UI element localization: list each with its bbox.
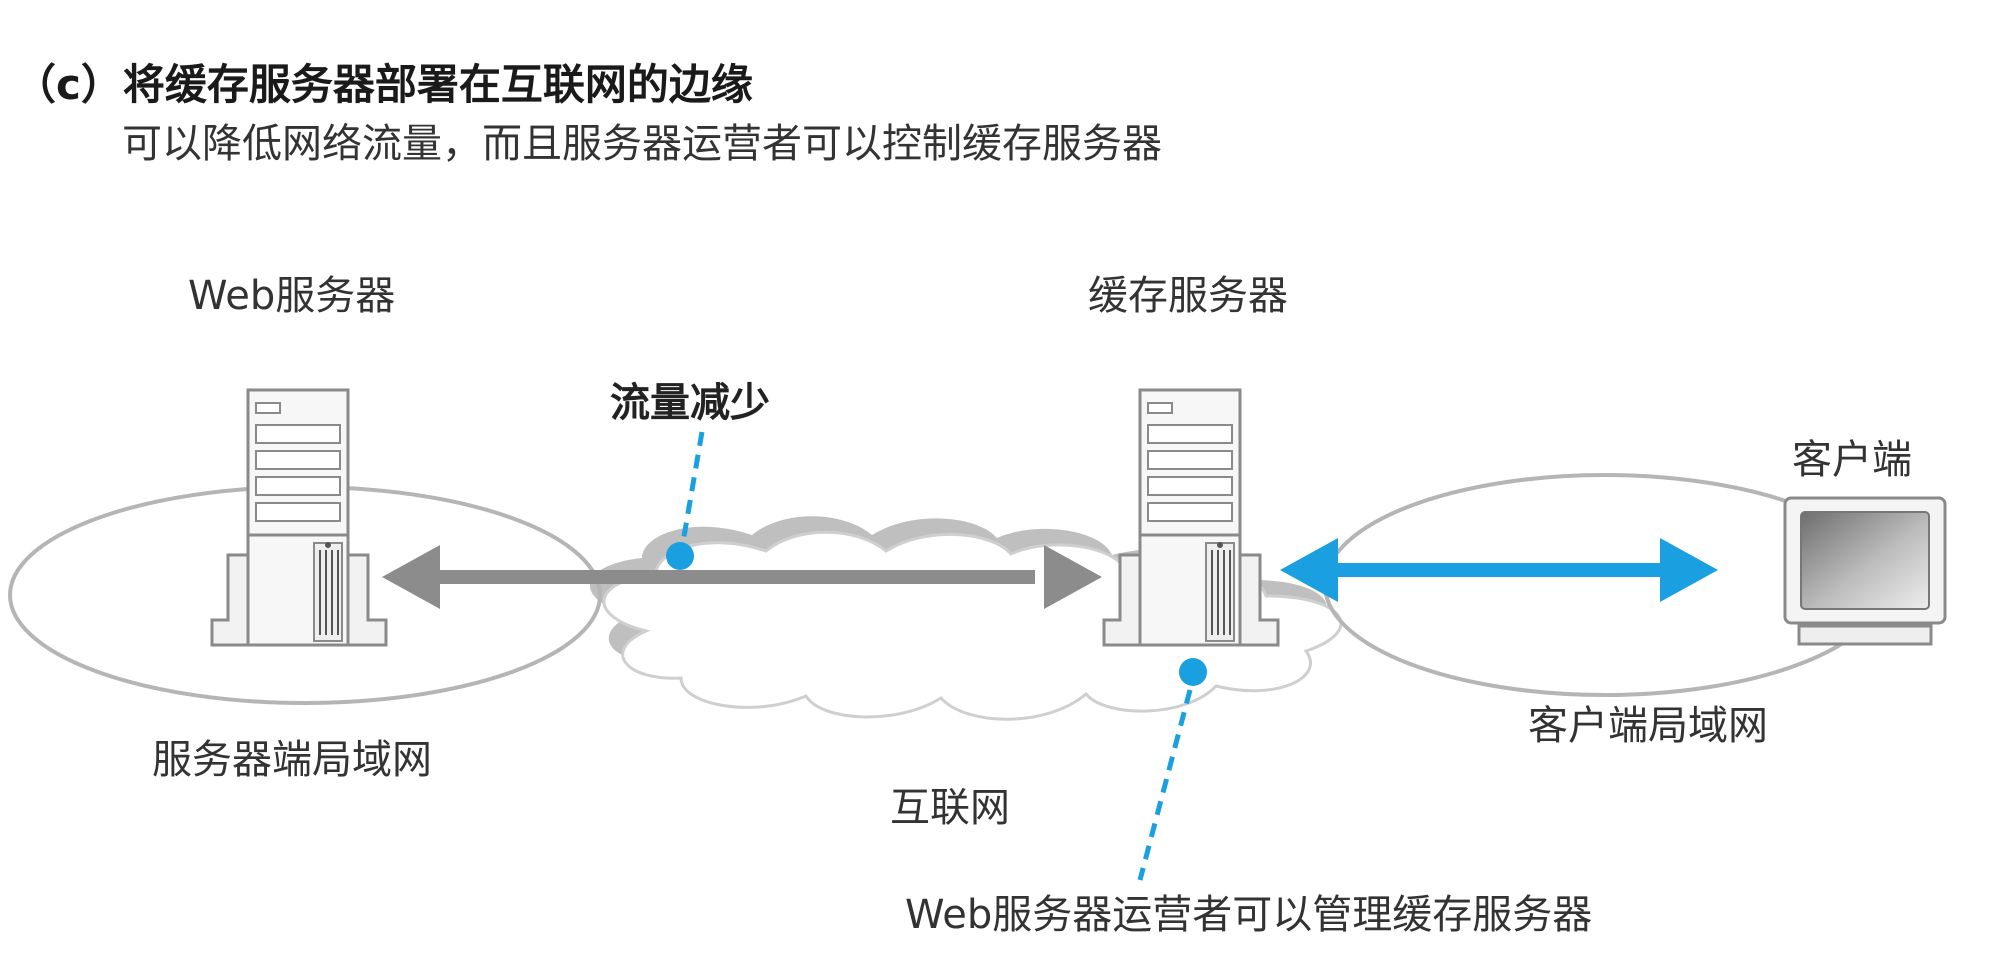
client-lan-label: 客户端局域网 [1528, 703, 1768, 749]
server-lan-label: 服务器端局域网 [152, 737, 432, 783]
server-link-arrow [382, 545, 1102, 609]
traffic-reduced-label: 流量减少 [610, 380, 770, 426]
web-server-icon [210, 388, 388, 647]
traffic-callout [666, 431, 705, 570]
client-monitor-icon [1783, 496, 1947, 646]
internet-label: 互联网 [890, 785, 1010, 831]
cache-server-label: 缓存服务器 [1088, 273, 1288, 319]
manage-callout [1137, 658, 1207, 881]
page-subtitle: 可以降低网络流量，而且服务器运营者可以控制缓存服务器 [122, 121, 1162, 167]
cache-server-icon [1102, 388, 1280, 647]
web-server-label: Web服务器 [188, 273, 396, 319]
client-label: 客户端 [1792, 437, 1912, 483]
page-title: （c）将缓存服务器部署在互联网的边缘 [14, 60, 753, 109]
client-link-arrow [1280, 538, 1718, 602]
operator-manages-label: Web服务器运营者可以管理缓存服务器 [905, 892, 1593, 938]
